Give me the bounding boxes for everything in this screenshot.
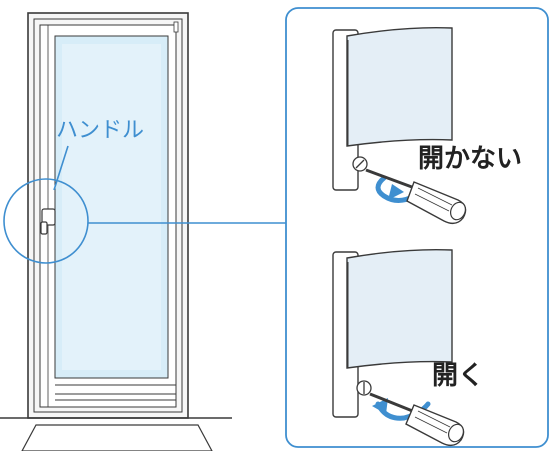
lock-screw-slot — [355, 159, 365, 169]
hinge-mark — [173, 21, 179, 33]
handle-leader-line — [53, 145, 69, 191]
rotate-arrow-icon — [372, 398, 388, 414]
handle-lever — [346, 26, 453, 147]
handle-highlight-circle — [3, 178, 89, 264]
rotate-arrow-icon — [375, 175, 417, 203]
detail-locked: 開かない — [332, 26, 522, 225]
handle-label: ハンドル — [56, 118, 144, 143]
handle-callout: ハンドル — [3, 118, 286, 264]
door-illustration — [0, 12, 232, 451]
glass-pane-sheen — [62, 44, 161, 370]
unlocked-label: 開く — [432, 361, 484, 391]
detail-unlocked: 開く — [332, 248, 484, 447]
handle-icon — [41, 208, 56, 226]
handle-icon — [40, 221, 48, 235]
door-frame-inner — [33, 18, 183, 413]
screwdriver-icon — [365, 168, 467, 225]
handle-lever — [346, 248, 453, 369]
floor-mat — [21, 424, 213, 451]
rotate-arrow-icon — [388, 184, 404, 200]
locked-label: 開かない — [418, 144, 522, 174]
screwdriver-icon — [369, 392, 465, 447]
